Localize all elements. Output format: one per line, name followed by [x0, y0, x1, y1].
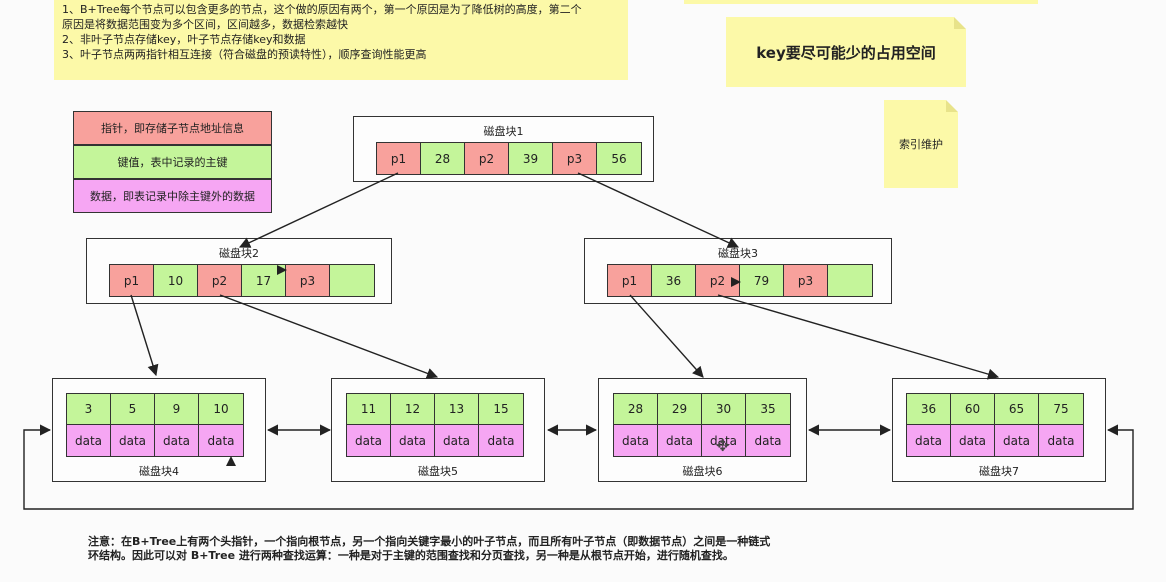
- pointer-cell: p2: [198, 265, 242, 296]
- pointer-cell: p3: [286, 265, 330, 296]
- block-title: 磁盘块3: [718, 247, 758, 260]
- pointer-cell: p1: [377, 143, 421, 174]
- legend-data-label: 数据，即表记录中除主键外的数据: [90, 190, 255, 203]
- key-cell: 30: [702, 394, 746, 425]
- edge-block2-p2-to-block5: [219, 294, 439, 379]
- arrowhead-mark: [226, 456, 236, 466]
- note-line: 2、非叶子节点存储key，叶子节点存储key和数据: [62, 33, 306, 46]
- key-cell: 75: [1039, 394, 1083, 425]
- key-cell: 79: [740, 265, 784, 296]
- index-maintenance-text: 索引维护: [899, 138, 943, 151]
- key-cell: 28: [614, 394, 658, 425]
- key-cell: 36: [652, 265, 696, 296]
- edge-root-p3-to-block3: [577, 172, 740, 248]
- footer-line: 环结构。因此可以对 B+Tree 进行两种查找运算：一种是对于主键的范围查找和分…: [88, 549, 734, 562]
- internal-node-cells: p1 10 p2 17 p3: [109, 264, 375, 297]
- legend-key-label: 键值，表中记录的主键: [117, 156, 228, 169]
- top-note-edge: [684, 0, 1038, 4]
- key-cell: 28: [421, 143, 465, 174]
- block-title: 磁盘块4: [139, 465, 179, 478]
- internal-node-cells: p1 36 p2 79 p3: [607, 264, 873, 297]
- key-cell: 56: [597, 143, 641, 174]
- pointer-cell: p1: [608, 265, 652, 296]
- bplus-features-note: 1、B+Tree每个节点可以包含更多的节点，这个做的原因有两个，第一个原因是为了…: [54, 0, 628, 80]
- edge-block3-p1-to-block6: [629, 294, 704, 378]
- note-fold-corner: [954, 17, 966, 29]
- footer-line: 注意：在B+Tree上有两个头指针，一个指向根节点，另一个指向关键字最小的叶子节…: [88, 535, 771, 548]
- key-cell: 5: [111, 394, 155, 425]
- key-cell: [828, 265, 872, 296]
- arrowhead-mark: [277, 265, 287, 275]
- root-node-cells: p1 28 p2 39 p3 56: [376, 142, 642, 175]
- disk-block-1: 磁盘块1 p1 28 p2 39 p3 56: [353, 116, 654, 182]
- pointer-cell: p3: [784, 265, 828, 296]
- edge-block2-p1-to-block4: [130, 294, 159, 377]
- block-title: 磁盘块1: [483, 125, 524, 138]
- legend-data: 数据，即表记录中除主键外的数据: [73, 179, 272, 213]
- move-cursor-icon: ✥: [716, 436, 730, 455]
- arrowhead-mark: [731, 277, 741, 287]
- pointer-cell: p3: [553, 143, 597, 174]
- key-space-note: key要尽可能少的占用空间: [726, 17, 966, 87]
- block-title: 磁盘块6: [682, 465, 723, 478]
- key-cell: 60: [951, 394, 995, 425]
- pointer-cell: p1: [110, 265, 154, 296]
- index-maintenance-note: 索引维护: [884, 100, 958, 188]
- ring-link-block7-block4: [23, 424, 1134, 510]
- key-cell: 10: [199, 394, 243, 425]
- legend-key: 键值，表中记录的主键: [73, 145, 272, 179]
- note-line: 3、叶子节点两两指针相互连接（符合磁盘的预读特性），顺序查询性能更高: [62, 48, 427, 61]
- note-line: 1、B+Tree每个节点可以包含更多的节点，这个做的原因有两个，第一个原因是为了…: [62, 3, 582, 16]
- key-cell: 29: [658, 394, 702, 425]
- key-cell: 10: [154, 265, 198, 296]
- pointer-cell: p2: [465, 143, 509, 174]
- legend-pointer: 指针，即存储子节点地址信息: [73, 111, 272, 145]
- note-fold-corner: [946, 100, 958, 112]
- key-cell: 17: [242, 265, 286, 296]
- key-space-text: key要尽可能少的占用空间: [756, 43, 936, 62]
- note-line: 原因是将数据范围变为多个区间，区间越多，数据检索越快: [62, 18, 348, 31]
- edge-root-p1-to-block2: [238, 172, 399, 248]
- block-title: 磁盘块5: [418, 465, 458, 478]
- key-cell: 36: [907, 394, 951, 425]
- key-cell: 39: [509, 143, 553, 174]
- key-cell: 9: [155, 394, 199, 425]
- block-title: 磁盘块2: [219, 247, 259, 260]
- edge-block3-p2-to-block7: [717, 294, 1000, 380]
- key-cell: 12: [391, 394, 435, 425]
- key-cell: [330, 265, 374, 296]
- legend-pointer-label: 指针，即存储子节点地址信息: [101, 122, 244, 135]
- block-title: 磁盘块7: [979, 465, 1019, 478]
- footer-note: 注意：在B+Tree上有两个头指针，一个指向根节点，另一个指向关键字最小的叶子节…: [88, 535, 848, 563]
